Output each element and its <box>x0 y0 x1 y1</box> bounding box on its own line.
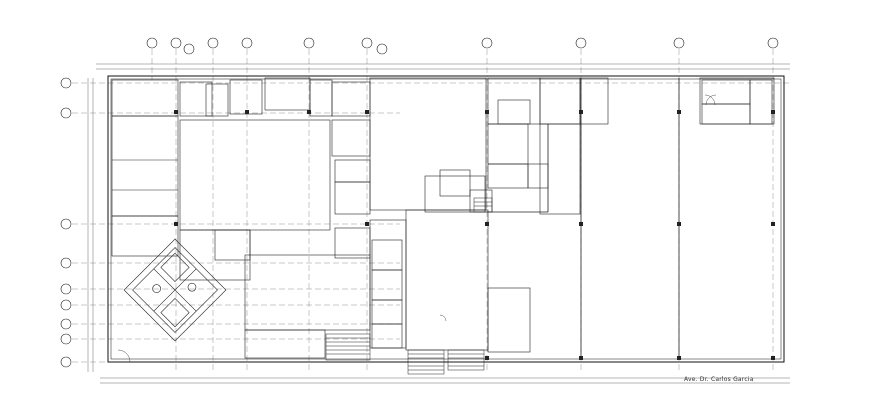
stairs <box>325 197 493 375</box>
right-wing-rooms <box>487 77 775 353</box>
columns <box>174 110 775 360</box>
left-grid-bubbles <box>60 77 72 368</box>
central-rooms <box>369 77 493 351</box>
top-grid-bubbles <box>146 37 779 55</box>
door-swings <box>117 94 717 363</box>
dimension-lines <box>87 63 790 384</box>
rotated-core <box>123 238 227 342</box>
open-halls <box>488 78 680 360</box>
left-wing-rooms <box>111 77 371 359</box>
street-label: Ave. Dr. Carlos Garcia <box>684 376 754 383</box>
building-outline <box>107 75 785 363</box>
